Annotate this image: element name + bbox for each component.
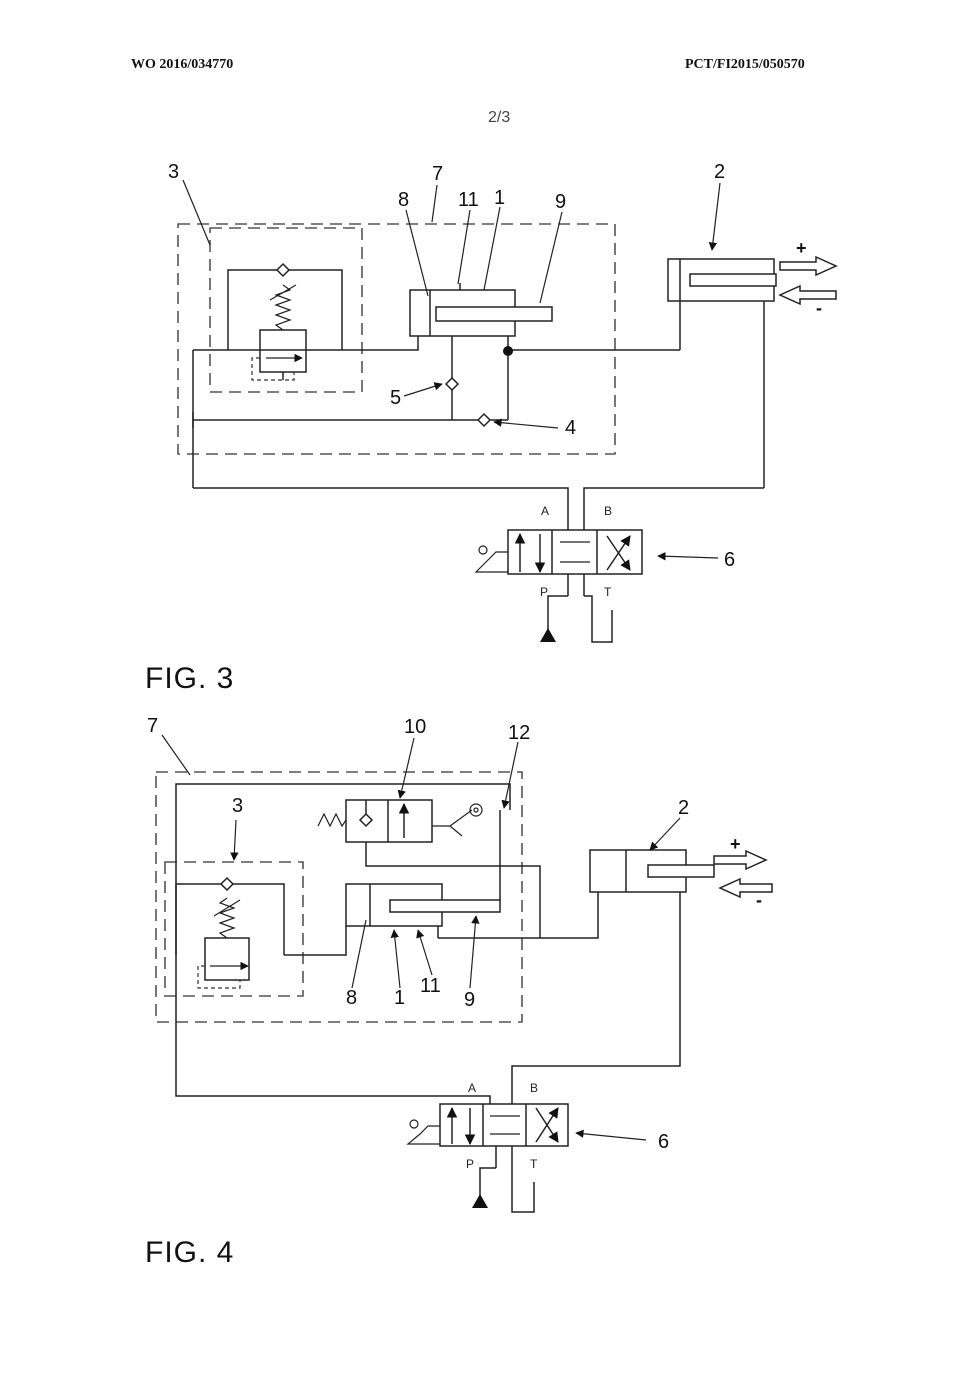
fig3-relief-valve bbox=[227, 262, 343, 381]
fig3-block-3-boundary bbox=[209, 227, 363, 393]
fig4-block-3-boundary bbox=[164, 861, 304, 997]
fig3-ref-8: 8 bbox=[398, 189, 409, 211]
fig4-cylinder-1 bbox=[345, 883, 501, 938]
fig3-ref-6: 6 bbox=[724, 549, 735, 571]
fig4-port-t: T bbox=[530, 1157, 538, 1171]
fig3-block-7-boundary bbox=[177, 223, 616, 455]
fig4-minus-sign: - bbox=[756, 890, 762, 910]
fig3-caption: FIG. 3 bbox=[145, 662, 235, 695]
fig4-ref-2: 2 bbox=[678, 797, 689, 819]
fig3-ref-1: 1 bbox=[494, 187, 505, 209]
fig4-ref-1: 1 bbox=[394, 987, 405, 1009]
application-number: PCT/FI2015/050570 bbox=[685, 57, 805, 72]
fig4-port-b: B bbox=[530, 1081, 538, 1095]
page-number: 2/3 bbox=[488, 109, 511, 126]
fig3-line-p-side bbox=[193, 336, 419, 351]
fig3-junction-dot bbox=[503, 346, 513, 356]
fig4-cylinder-2 bbox=[511, 849, 773, 1104]
fig3-ref-5: 5 bbox=[390, 387, 401, 409]
fig3-cylinder-2 bbox=[667, 255, 838, 488]
fig4-caption: FIG. 4 bbox=[145, 1236, 235, 1269]
fig4-ref-12: 12 bbox=[508, 722, 530, 744]
fig3-minus-sign: - bbox=[816, 298, 822, 318]
fig4-directional-valve-6 bbox=[406, 1103, 569, 1213]
fig4-pump-symbol bbox=[472, 1194, 488, 1208]
fig3-check-valve-4 bbox=[476, 412, 492, 428]
fig4-line-10-to-b bbox=[365, 842, 541, 938]
fig4-plus-sign: + bbox=[730, 834, 741, 854]
fig4-relief-valve bbox=[175, 876, 285, 989]
fig3-directional-valve-6 bbox=[474, 529, 643, 643]
fig3-ref-3: 3 bbox=[168, 161, 179, 183]
fig4-valve-10 bbox=[317, 799, 483, 843]
fig3-diagram: 3 7 8 11 1 9 2 5 4 6 A B P T + - bbox=[168, 161, 838, 643]
patent-number: WO 2016/034770 bbox=[131, 57, 234, 72]
fig3-port-b: B bbox=[604, 504, 612, 518]
fig4-ref-10: 10 bbox=[404, 716, 426, 738]
fig4-ref-9: 9 bbox=[464, 989, 475, 1011]
fig3-port-p: P bbox=[540, 585, 548, 599]
fig3-port-t: T bbox=[604, 585, 612, 599]
fig3-ref-7: 7 bbox=[432, 163, 443, 185]
fig3-check-valve-5 bbox=[444, 376, 460, 392]
fig3-ref-2: 2 bbox=[714, 161, 725, 183]
fig4-ref-8: 8 bbox=[346, 987, 357, 1009]
fig4-port-a: A bbox=[468, 1081, 476, 1095]
fig4-ref-6: 6 bbox=[658, 1131, 669, 1153]
fig3-ref-11: 11 bbox=[458, 189, 479, 211]
fig3-pump-symbol bbox=[540, 628, 556, 642]
fig3-plus-sign: + bbox=[796, 238, 807, 258]
fig4-ref-7: 7 bbox=[147, 715, 158, 737]
fig3-cylinder-1 bbox=[409, 283, 553, 337]
fig4-ref-11: 11 bbox=[420, 975, 441, 997]
fig3-ref-4: 4 bbox=[565, 417, 576, 439]
fig3-ref-9: 9 bbox=[555, 191, 566, 213]
fig4-port-p: P bbox=[466, 1157, 474, 1171]
fig4-diagram: 7 10 12 3 2 8 1 11 9 6 A B P T + - bbox=[147, 715, 773, 1213]
fig4-ref-3: 3 bbox=[232, 795, 243, 817]
fig4-block-7-boundary bbox=[155, 771, 523, 1023]
fig3-port-a: A bbox=[541, 504, 549, 518]
